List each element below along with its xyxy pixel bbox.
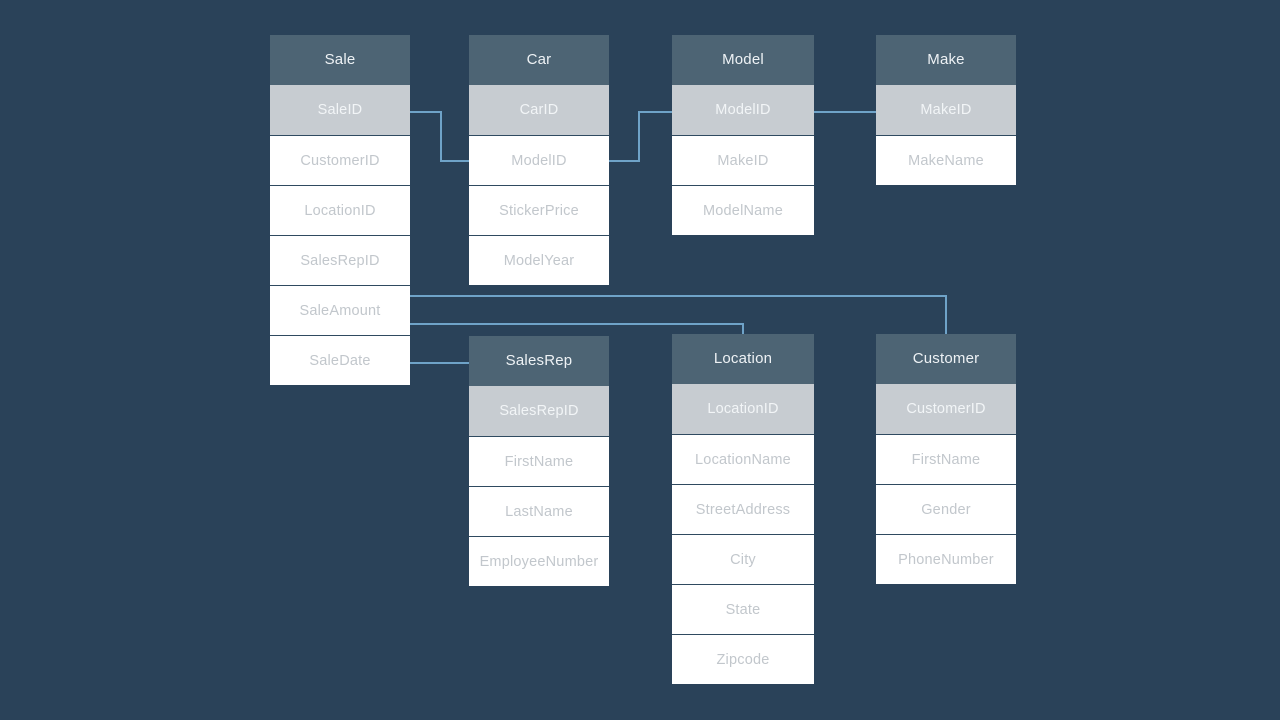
entity-column-row-location-zipcode[interactable]: Zipcode <box>672 634 814 684</box>
relationship-sale-location <box>410 323 744 334</box>
entity-pk-row-sale-saleid[interactable]: SaleID <box>270 85 410 135</box>
entity-column-row-location-city[interactable]: City <box>672 534 814 584</box>
entity-column-row-location-state[interactable]: State <box>672 584 814 634</box>
entity-header-make: Make <box>876 35 1016 85</box>
entity-column-row-salesrep-firstname[interactable]: FirstName <box>469 436 609 486</box>
entity-header-salesrep: SalesRep <box>469 336 609 386</box>
entity-column-row-salesrep-employeenumber[interactable]: EmployeeNumber <box>469 536 609 586</box>
entity-column-row-sale-saledate[interactable]: SaleDate <box>270 335 410 385</box>
entity-pk-row-salesrep-salesrepid[interactable]: SalesRepID <box>469 386 609 436</box>
entity-pk-row-customer-customerid[interactable]: CustomerID <box>876 384 1016 434</box>
entity-pk-row-make-makeid[interactable]: MakeID <box>876 85 1016 135</box>
entity-column-row-salesrep-lastname[interactable]: LastName <box>469 486 609 536</box>
entity-header-sale: Sale <box>270 35 410 85</box>
entity-column-row-car-modelid[interactable]: ModelID <box>469 135 609 185</box>
entity-column-row-location-streetaddress[interactable]: StreetAddress <box>672 484 814 534</box>
relationship-car-model <box>609 111 672 162</box>
entity-column-row-car-stickerprice[interactable]: StickerPrice <box>469 185 609 235</box>
entity-column-row-sale-salesrepid[interactable]: SalesRepID <box>270 235 410 285</box>
entity-header-location: Location <box>672 334 814 384</box>
entity-column-row-sale-locationid[interactable]: LocationID <box>270 185 410 235</box>
entity-pk-row-model-modelid[interactable]: ModelID <box>672 85 814 135</box>
entity-column-row-make-makename[interactable]: MakeName <box>876 135 1016 185</box>
entity-column-row-car-modelyear[interactable]: ModelYear <box>469 235 609 285</box>
relationship-sale-car <box>410 111 469 162</box>
relationship-sale-customer <box>410 295 947 334</box>
entity-pk-row-location-locationid[interactable]: LocationID <box>672 384 814 434</box>
entity-header-model: Model <box>672 35 814 85</box>
entity-column-row-customer-phonenumber[interactable]: PhoneNumber <box>876 534 1016 584</box>
entity-column-row-location-locationname[interactable]: LocationName <box>672 434 814 484</box>
entity-pk-row-car-carid[interactable]: CarID <box>469 85 609 135</box>
entity-header-customer: Customer <box>876 334 1016 384</box>
entity-column-row-sale-customerid[interactable]: CustomerID <box>270 135 410 185</box>
entity-column-row-customer-firstname[interactable]: FirstName <box>876 434 1016 484</box>
entity-column-row-model-modelname[interactable]: ModelName <box>672 185 814 235</box>
entity-header-car: Car <box>469 35 609 85</box>
entity-column-row-model-makeid[interactable]: MakeID <box>672 135 814 185</box>
entity-column-row-customer-gender[interactable]: Gender <box>876 484 1016 534</box>
entity-column-row-sale-saleamount[interactable]: SaleAmount <box>270 285 410 335</box>
